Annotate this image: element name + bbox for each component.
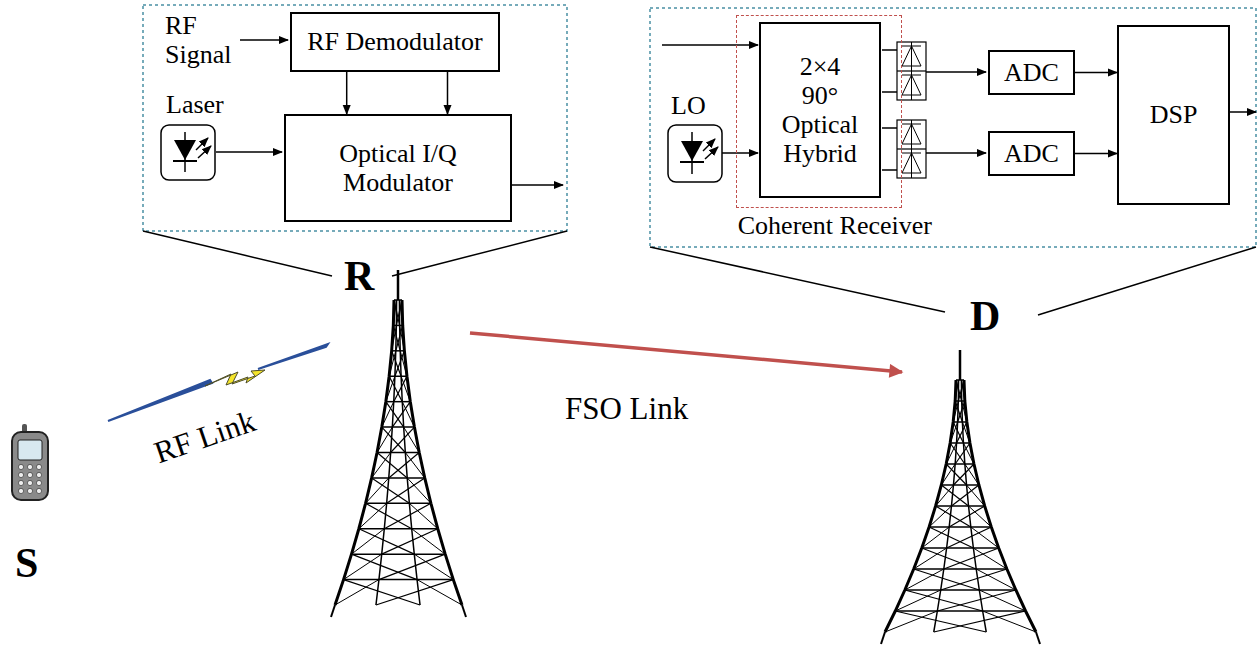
signal-wire xyxy=(722,152,758,154)
box-label: 2×4 90° Optical Hybrid xyxy=(780,52,860,168)
phone-icon xyxy=(12,424,48,500)
signal-wire xyxy=(504,184,563,186)
box-label: ADC xyxy=(1004,139,1059,168)
group-heading: Coherent Receiver xyxy=(736,211,934,240)
fso-beam xyxy=(470,333,902,372)
signal-wire xyxy=(240,39,288,41)
callout-line xyxy=(650,247,945,312)
panel-outline xyxy=(143,5,567,231)
box-label: ADC xyxy=(1004,58,1059,87)
modulator-box: Optical I/Q Modulator xyxy=(284,114,512,222)
rf-link-symbol xyxy=(108,344,328,421)
device-label: Laser xyxy=(166,91,224,120)
optical-hybrid-box: 2×4 90° Optical Hybrid xyxy=(759,22,881,198)
link-label: RF Link xyxy=(150,404,260,470)
demodulator-box: RF Demodulator xyxy=(290,12,500,72)
signal-wire xyxy=(662,44,758,46)
signal-arrow xyxy=(447,72,449,114)
callout-line xyxy=(1038,247,1256,315)
node-letter: D xyxy=(970,293,1000,339)
laser-symbol xyxy=(161,125,215,180)
laser-symbol xyxy=(668,125,722,182)
adc-box: ADC xyxy=(988,50,1075,95)
signal-arrow xyxy=(346,72,348,114)
dsp-box: DSP xyxy=(1117,25,1230,205)
node-letter: S xyxy=(15,540,38,586)
link-label: FSO Link xyxy=(565,392,688,426)
box-label: DSP xyxy=(1150,100,1198,129)
callout-line xyxy=(392,231,567,276)
device-label: LO xyxy=(671,92,706,121)
receiver-group: Coherent Receiver2×4 90° Optical Hybrid xyxy=(736,15,902,208)
signal-wire xyxy=(216,151,282,153)
box-label: RF Demodulator xyxy=(307,27,483,56)
callout-line xyxy=(143,231,332,276)
signal-wire xyxy=(1230,111,1256,113)
adc-box: ADC xyxy=(988,131,1075,176)
tower-symbol xyxy=(331,270,1040,644)
signal-name: RF Signal xyxy=(165,12,235,69)
signal-arrow xyxy=(1075,153,1117,155)
node-letter: R xyxy=(344,253,374,299)
panel-outline xyxy=(650,8,1256,247)
signal-arrow xyxy=(1075,72,1117,74)
box-label: Optical I/Q Modulator xyxy=(286,139,510,197)
